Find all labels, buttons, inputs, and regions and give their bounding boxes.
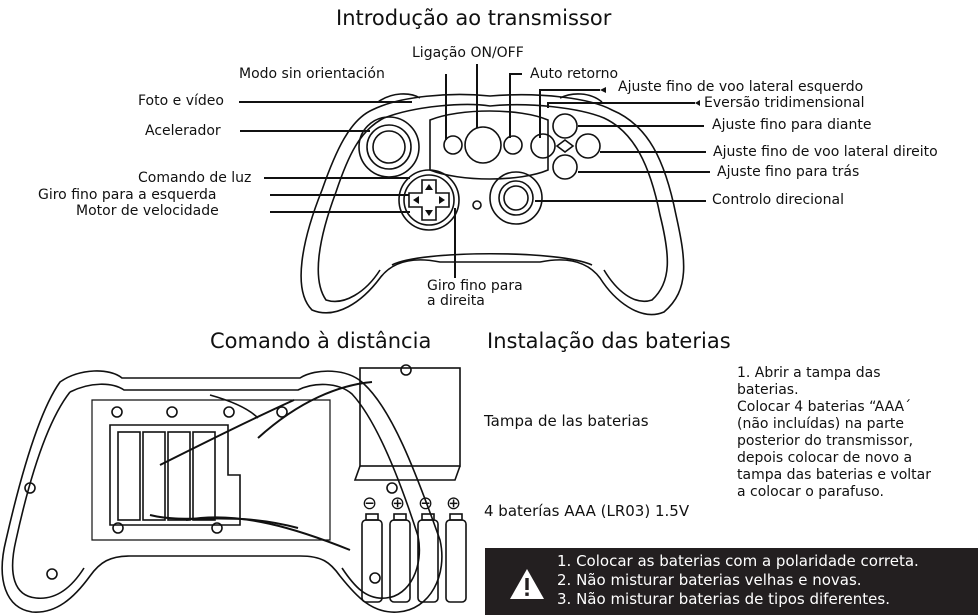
label-giro-direita-1: Giro fino para [427,278,523,294]
title-battery-install: Instalação das baterias [487,329,731,353]
instruction-line: baterias. [737,382,799,398]
title-transmitter: Introdução ao transmissor [336,6,612,30]
polarity-symbol-1: ⊖ [362,493,378,514]
label-batteries: 4 baterías AAA (LR03) 1.5V [484,502,690,520]
instruction-line: a colocar o parafuso. [737,484,884,500]
label-auto-retorno: Auto retorno [530,66,619,82]
label-ligacao: Ligação ON/OFF [412,45,524,61]
label-motor-velocidade: Motor de velocidade [76,203,219,219]
label-giro-direita-2: a direita [427,293,485,309]
polarity-symbol-4: ⊕ [446,493,462,514]
instruction-line: depois colocar de novo a [737,450,913,466]
label-ajuste-tras: Ajuste fino para trás [717,164,860,180]
warning-line-2: 2. Não misturar baterias velhas e novas. [557,571,862,589]
label-giro-esquerda: Giro fino para a esquerda [38,187,217,203]
label-foto-video: Foto e vídeo [138,93,224,109]
label-ajuste-direito: Ajuste fino de voo lateral direito [713,144,938,160]
label-battery-cover: Tampa de las baterias [484,412,649,430]
label-comando-luz: Comando de luz [138,170,252,186]
instruction-line: 1. Abrir a tampa das [737,365,881,381]
instruction-line: Colocar 4 baterias “AAA´ [737,399,912,415]
instructions-block: 1. Abrir a tampa das baterias. Colocar 4… [737,365,977,501]
warning-box: 1. Colocar as baterias com a polaridade … [485,548,978,615]
warning-triangle-icon [510,569,544,599]
polarity-symbol-3: ⊖ [418,493,434,514]
label-acelerador: Acelerador [145,123,221,139]
polarity-symbol-2: ⊕ [390,493,406,514]
label-controlo-direcional: Controlo direcional [712,192,844,208]
instruction-line: posterior do transmissor, [737,433,914,449]
warning-line-3: 3. Não misturar baterias de tipos difere… [557,590,890,608]
title-remote: Comando à distância [210,329,432,353]
instruction-line: (não incluídas) na parte [737,416,904,432]
label-eversao: Eversão tridimensional [704,95,865,111]
label-ajuste-esquerdo: Ajuste fino de voo lateral esquerdo [618,79,864,95]
instruction-line: tampa das baterias e voltar [737,467,931,483]
warning-line-1: 1. Colocar as baterias com a polaridade … [557,552,919,570]
label-ajuste-diante: Ajuste fino para diante [712,117,872,133]
label-modo: Modo sin orientación [239,66,385,82]
